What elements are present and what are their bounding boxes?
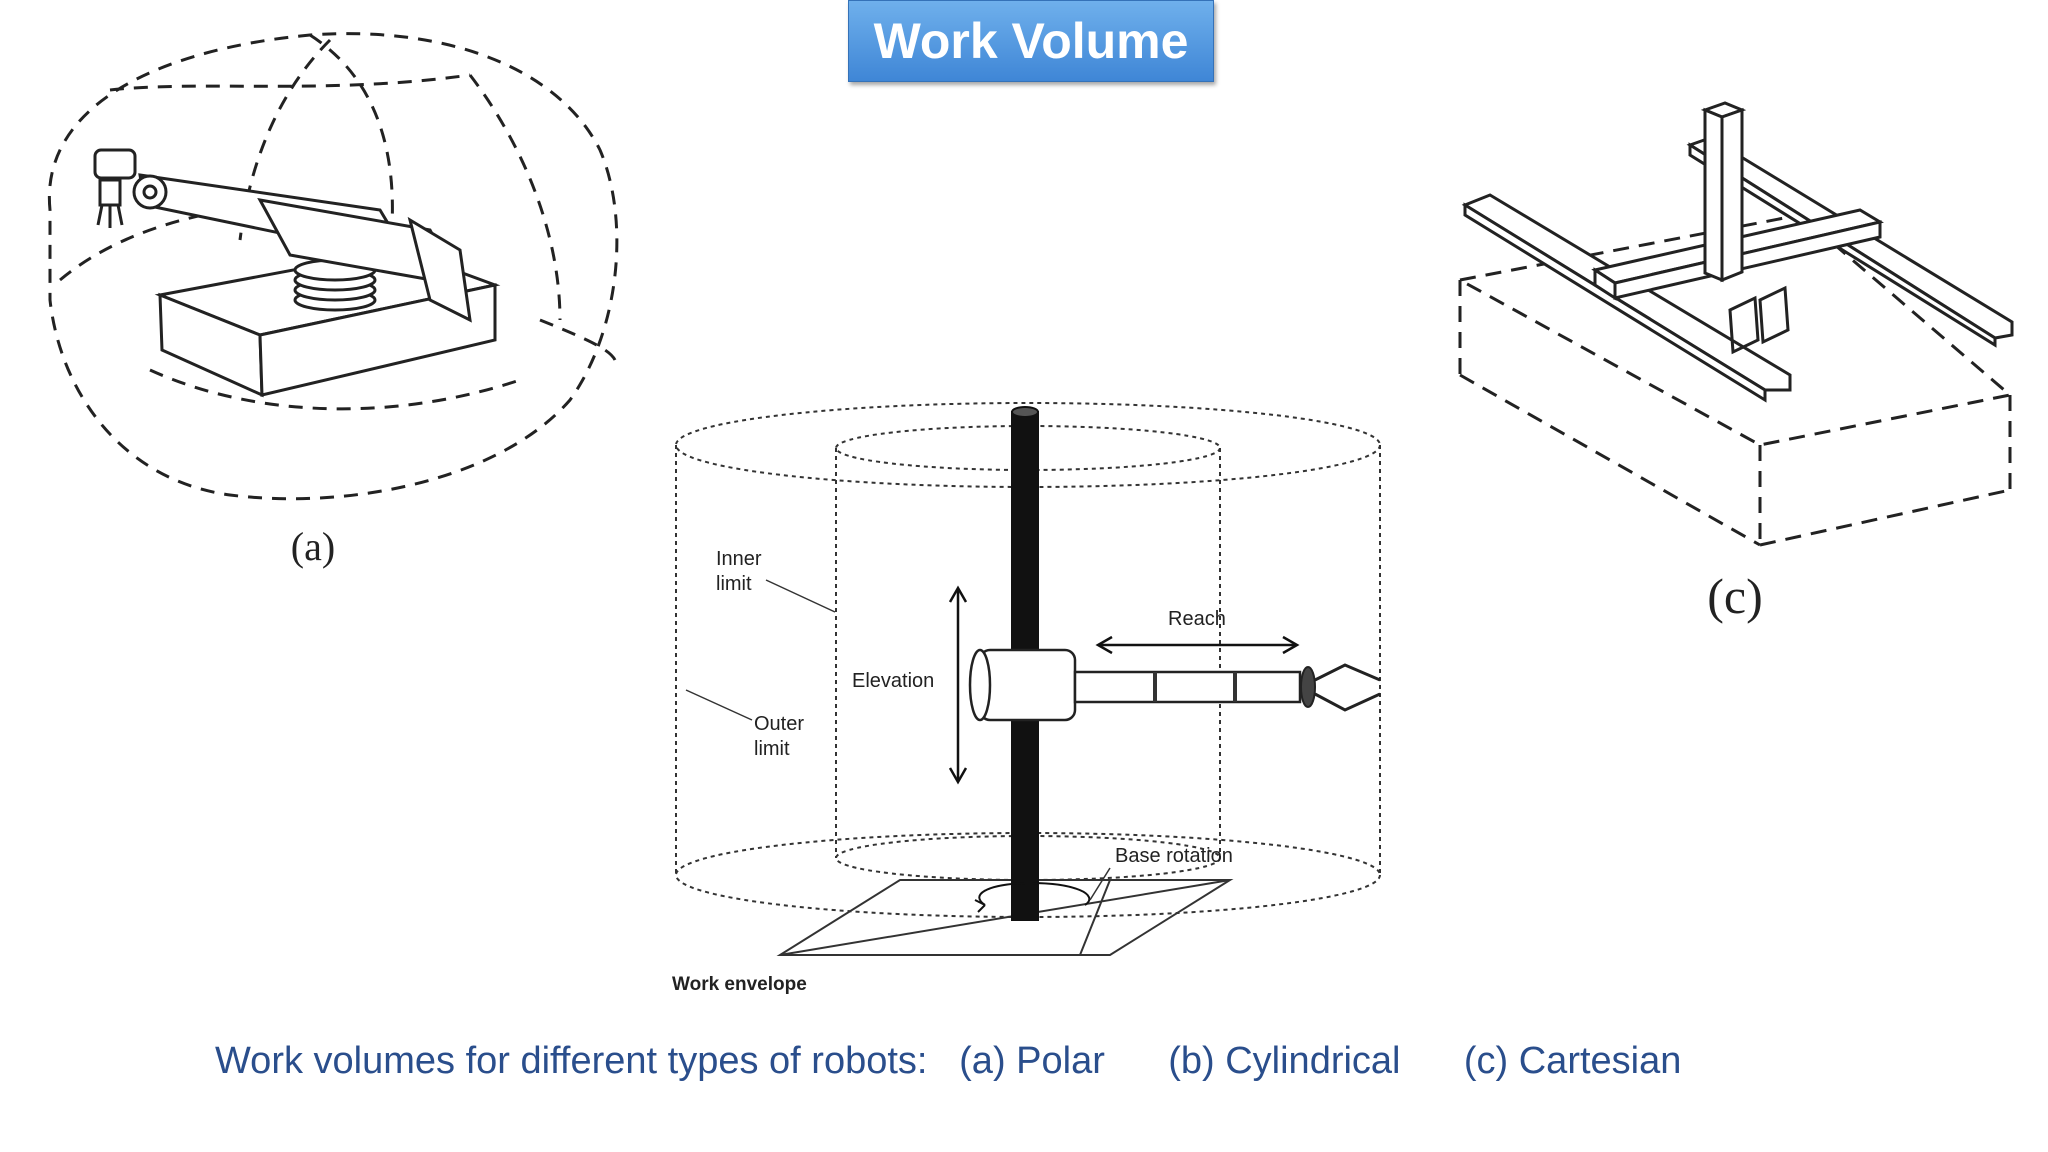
figure-caption: Work volumes for different types of robo…	[215, 1040, 1681, 1083]
elevation-label: Elevation	[852, 670, 934, 692]
work-envelope-label: Work envelope	[672, 974, 807, 995]
elevation-carriage	[978, 648, 1077, 722]
elevation-arrow	[948, 585, 968, 785]
gripper	[1314, 663, 1381, 712]
gripper-wrist	[1300, 666, 1316, 708]
cylindrical-robot-figure	[675, 402, 1381, 956]
polar-turret	[293, 258, 377, 312]
base-rotation-arrow	[978, 881, 1091, 906]
inner-limit-leader	[765, 579, 836, 613]
base-plate	[779, 879, 1231, 956]
page-title: Work Volume	[873, 13, 1189, 69]
cartesian-vertical-axis	[1700, 101, 1747, 283]
title-banner: Work Volume	[848, 0, 1214, 82]
cartesian-work-envelope	[1455, 213, 2014, 547]
cartesian-robot-figure	[1455, 101, 2014, 547]
outer-limit-leader	[685, 689, 753, 721]
polar-robot-figure	[47, 32, 619, 501]
caption-cartesian: (c) Cartesian	[1463, 1040, 1682, 1082]
cartesian-gripper	[1728, 285, 1790, 355]
inner-limit-label-2: limit	[716, 573, 752, 595]
caption-lead: Work volumes for different types of robo…	[215, 1040, 928, 1082]
inner-limit-label-1: Inner	[716, 548, 762, 570]
polar-arm	[93, 148, 472, 323]
outer-limit-label-1: Outer	[754, 713, 804, 735]
reach-label: Reach	[1168, 608, 1226, 630]
caption-cylindrical: (b) Cylindrical	[1168, 1040, 1401, 1082]
reach-arm	[1073, 670, 1302, 704]
base-rotation-label: Base rotation	[1115, 845, 1233, 867]
reach-arrow	[1095, 635, 1300, 655]
outer-limit-label-2: limit	[754, 738, 790, 760]
caption-polar: (a) Polar	[959, 1040, 1105, 1082]
base-rotation-leader	[1089, 867, 1111, 901]
polar-figure-label: (a)	[291, 524, 335, 569]
cartesian-figure-label: (c)	[1707, 568, 1763, 624]
